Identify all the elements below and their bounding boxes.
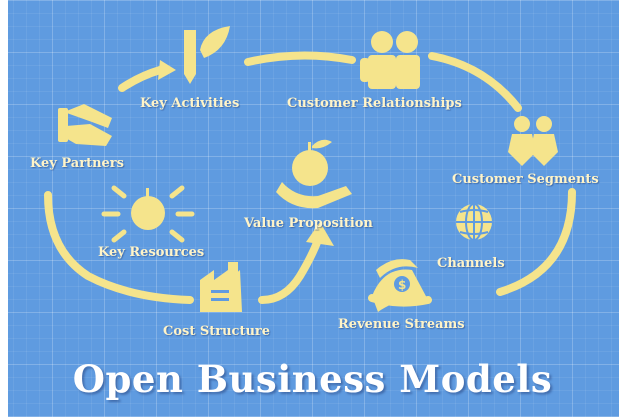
- arc-segments-to-revenue: [496, 188, 576, 296]
- handshake-icon: [58, 104, 112, 146]
- svg-text:$: $: [398, 278, 406, 292]
- cost-structure-label: Cost Structure: [163, 324, 271, 339]
- channels-label: Channels: [437, 256, 505, 271]
- cycle-arrows: [44, 51, 576, 307]
- pencil-leaf-icon: [184, 26, 230, 84]
- globe-icon: [456, 203, 492, 241]
- arc-cost-to-value: [258, 236, 322, 304]
- arc-activities-to-relationships: [244, 51, 356, 66]
- value-proposition-label: Value Proposition: [244, 216, 373, 231]
- key-partners-label: Key Partners: [30, 156, 124, 171]
- page-title: Open Business Models: [72, 357, 553, 401]
- customer-segments-label: Customer Segments: [452, 172, 599, 187]
- arc-relationships-to-segments: [428, 52, 522, 112]
- key-resources-label: Key Resources: [98, 245, 205, 260]
- hand-apple-icon: [276, 139, 352, 209]
- shining-apple-icon: [101, 185, 195, 243]
- revenue-streams-label: Revenue Streams: [338, 317, 465, 332]
- key-activities-label: Key Activities: [140, 96, 240, 111]
- arrowhead-up: [306, 222, 334, 246]
- money-icon: $: [372, 259, 428, 312]
- factory-icon: [200, 262, 242, 312]
- arc-partners-to-activities: [118, 66, 164, 92]
- people-relationship-icon: [360, 31, 420, 89]
- customer-relationships-label: Customer Relationships: [287, 96, 462, 111]
- people-segment-icon: [508, 116, 558, 166]
- arrowhead-activities: [158, 60, 176, 80]
- arc-cost-to-partners: [44, 191, 194, 304]
